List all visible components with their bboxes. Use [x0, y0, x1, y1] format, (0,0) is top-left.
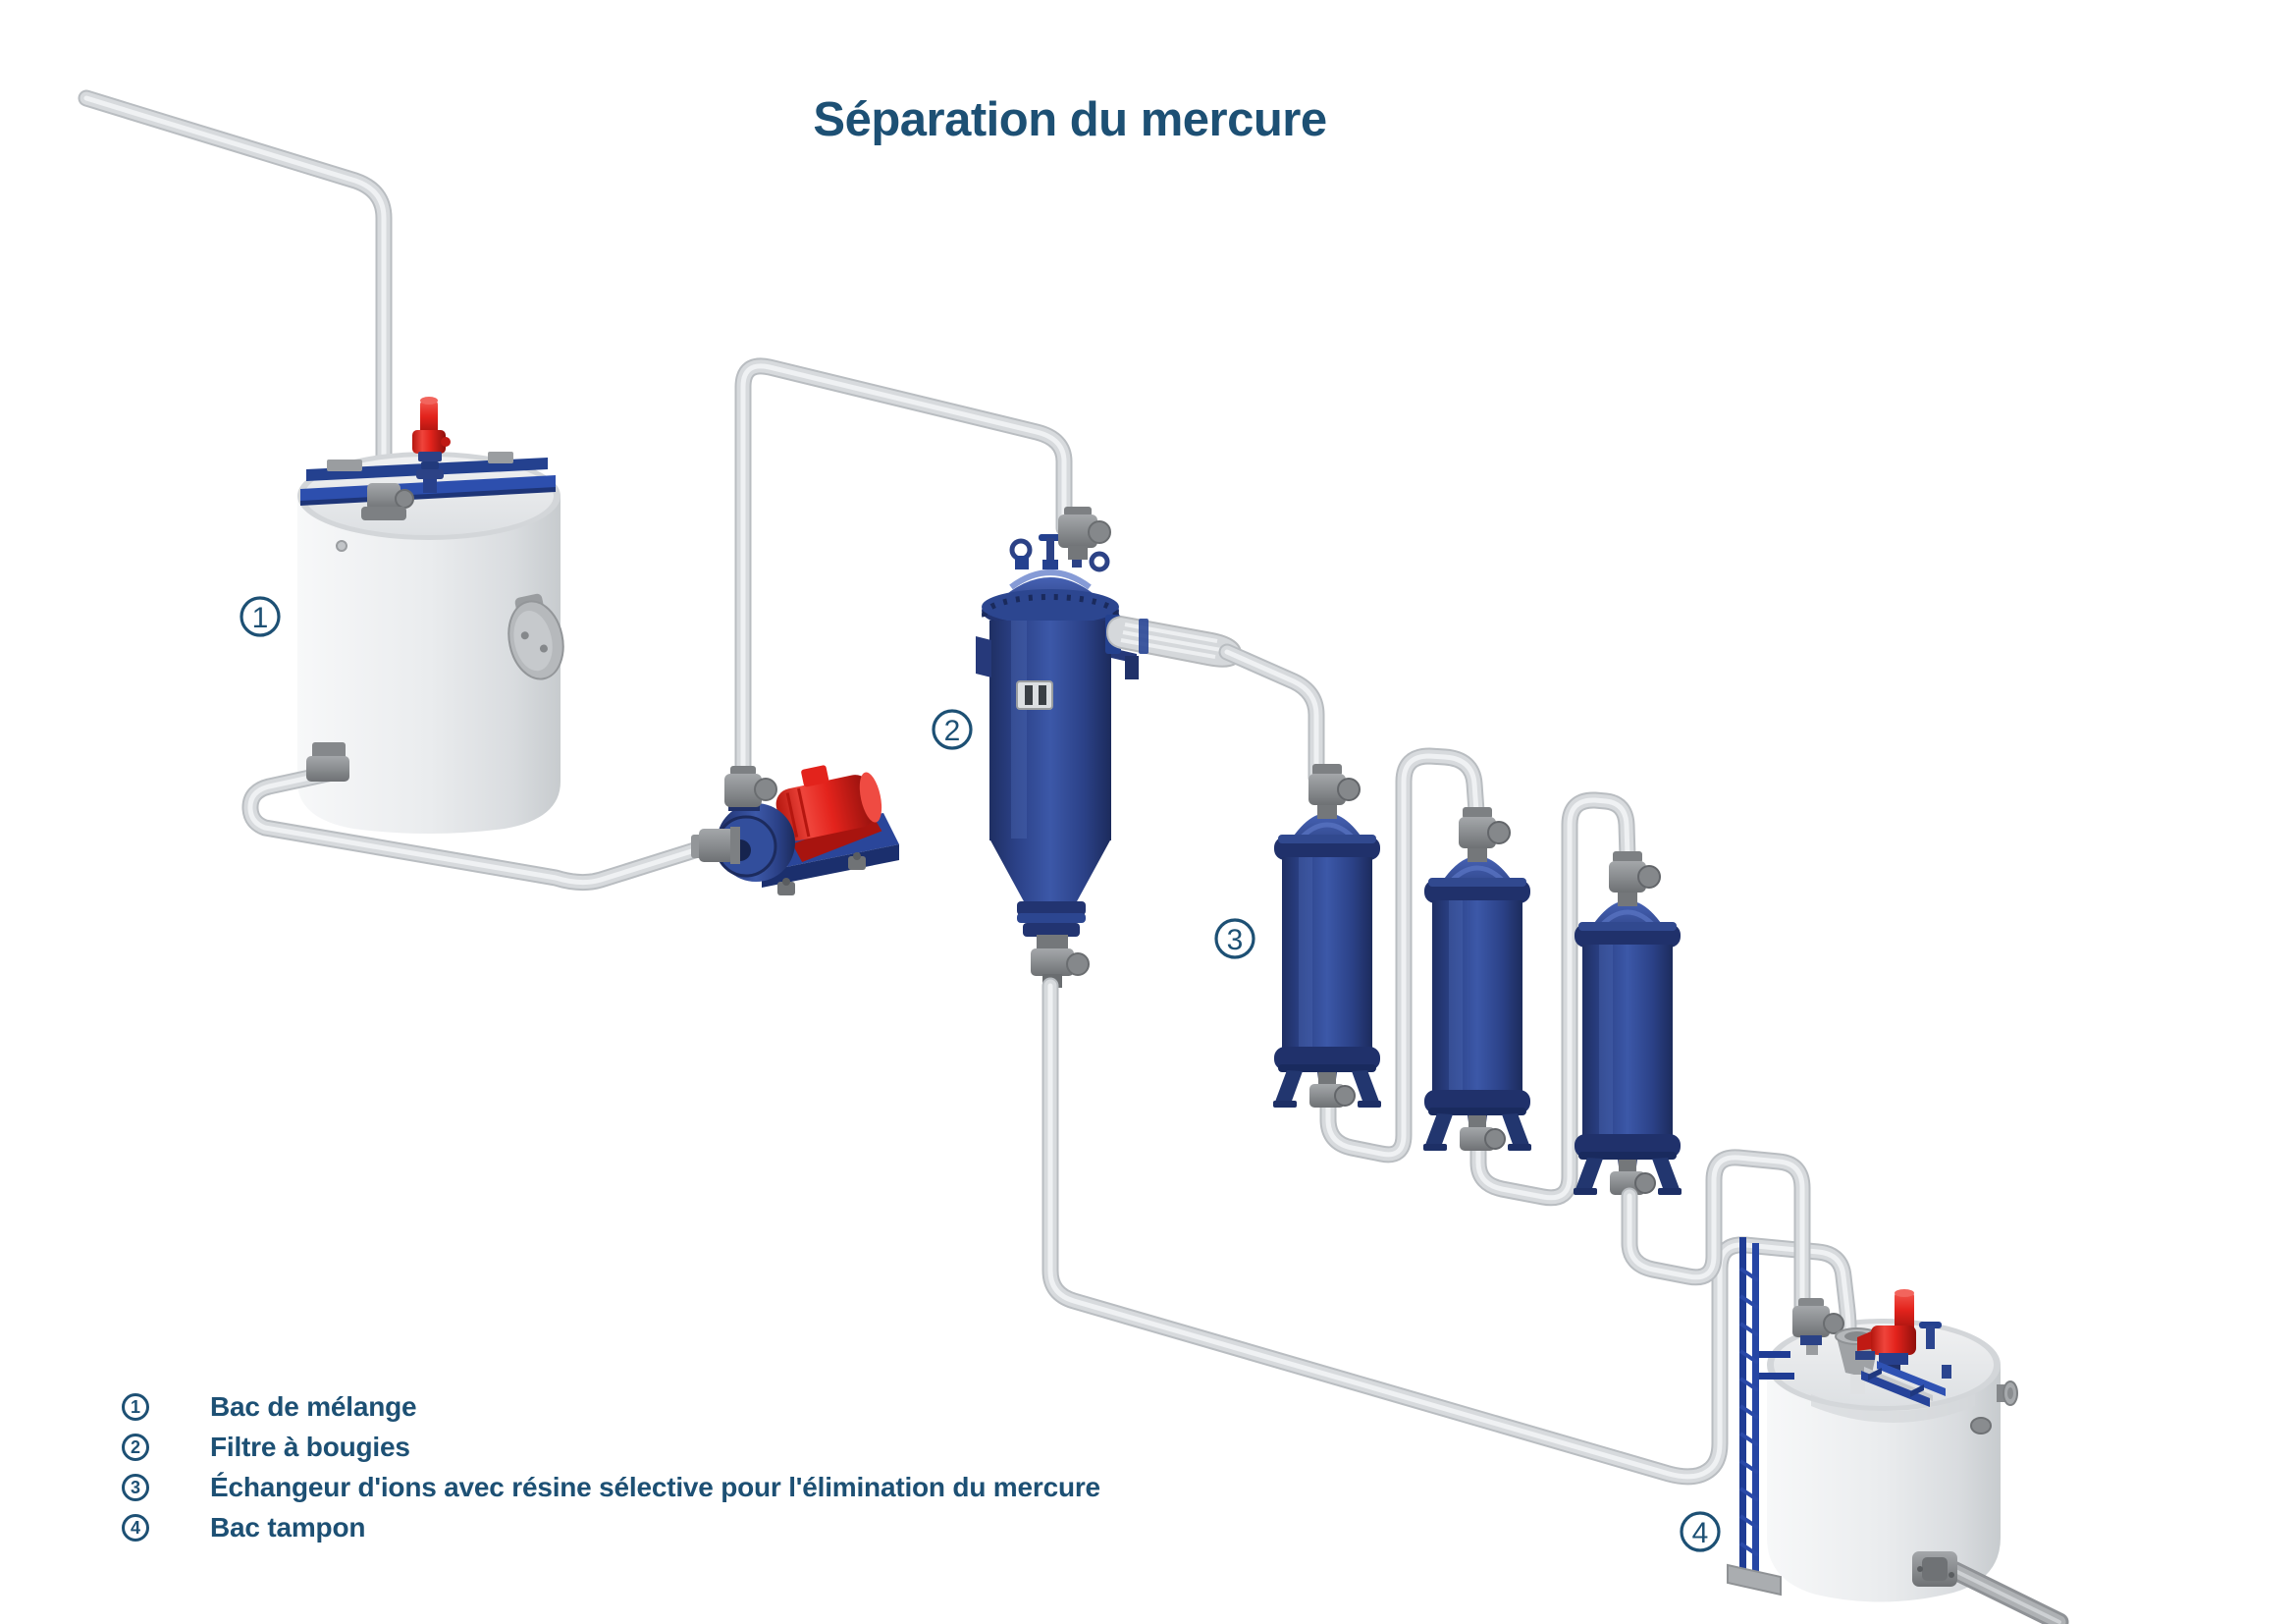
marker-circle	[1214, 918, 1255, 959]
ion-exchanger-column-3	[1574, 851, 1682, 1195]
tank-inlet-fitting	[361, 483, 414, 520]
legend-label-4: Bac tampon	[210, 1512, 366, 1543]
legend-item-3: 3 Échangeur d'ions avec résine sélective…	[122, 1472, 1100, 1502]
buffer-outlet-fitting	[1912, 1551, 1957, 1587]
marker-circle	[932, 709, 973, 750]
ladder	[1727, 1237, 1794, 1597]
candle-filter	[976, 507, 1243, 988]
motor-junction-box	[801, 765, 829, 787]
legend-item-2: 2 Filtre à bougies	[122, 1432, 1100, 1462]
lid-rail	[1861, 1371, 1930, 1407]
pump-inlet-fitting	[691, 827, 740, 864]
filter-body	[989, 621, 1111, 840]
mixing-tank	[297, 397, 564, 834]
buffer-inlet-valve	[1792, 1298, 1844, 1355]
pipe-inlet	[86, 98, 384, 491]
lifting-lug	[1089, 551, 1110, 572]
marker-2: 2	[932, 709, 973, 750]
marker-number: 3	[1227, 924, 1244, 956]
sample-valve	[1926, 1326, 1935, 1349]
filter-drain-valve	[1031, 935, 1090, 988]
cone-flange-stack	[1023, 923, 1080, 937]
ion-exchanger-column-1	[1273, 764, 1381, 1108]
shell-bolt	[336, 540, 347, 552]
manhole	[507, 593, 564, 680]
agitator-motor	[412, 397, 451, 493]
marker-circle	[240, 596, 281, 637]
ladder-rungs	[1738, 1267, 1760, 1557]
ion-exchanger-column-2	[1423, 807, 1531, 1151]
legend-number-3: 3	[122, 1474, 149, 1501]
pump-base-front	[762, 844, 899, 888]
legend-label-3: Échangeur d'ions avec résine sélective p…	[210, 1472, 1100, 1502]
outlet-manifold	[1105, 615, 1243, 668]
legend-label-2: Filtre à bougies	[210, 1432, 410, 1462]
pump-discharge-valve	[724, 766, 777, 807]
pump-foot	[848, 856, 866, 870]
legend: 1 Bac de mélange 2 Filtre à bougies 3 Éc…	[122, 1391, 1100, 1554]
marker-number: 2	[944, 715, 961, 747]
marker-number: 4	[1692, 1517, 1709, 1549]
marker-1: 1	[240, 596, 281, 637]
legend-number-1: 1	[122, 1393, 149, 1421]
sight-glass	[1016, 680, 1053, 710]
legend-label-1: Bac de mélange	[210, 1391, 417, 1422]
support-bracket	[976, 636, 991, 677]
page-title: Séparation du mercure	[813, 93, 1327, 146]
side-nozzle	[1997, 1380, 2018, 1406]
buffer-tank-fittings	[1727, 1237, 2059, 1624]
legend-item-4: 4 Bac tampon	[122, 1512, 1100, 1543]
marker-4: 4	[1680, 1511, 1721, 1552]
legend-number-4: 4	[122, 1514, 149, 1542]
front-port	[1970, 1417, 1992, 1435]
lid-rail	[1877, 1361, 1946, 1396]
tank-outlet-fitting	[306, 742, 349, 782]
ladder-base-plate	[1727, 1563, 1782, 1597]
marker-number: 1	[252, 602, 269, 634]
filter-cone	[989, 839, 1111, 903]
pipe-buffer-outlet	[1951, 1569, 2059, 1624]
vent-valve	[1046, 538, 1054, 564]
pipe-filter-to-column-1	[1227, 652, 1316, 778]
pump-motor	[775, 765, 882, 862]
pump-foot	[777, 882, 795, 895]
marker-3: 3	[1214, 918, 1255, 959]
marker-circle	[1680, 1511, 1721, 1552]
filter-inlet-valve	[1058, 507, 1111, 560]
mixing-tank-body	[297, 496, 561, 834]
legend-number-2: 2	[122, 1434, 149, 1461]
legend-item-1: 1 Bac de mélange	[122, 1391, 1100, 1422]
feed-pump	[691, 765, 899, 895]
